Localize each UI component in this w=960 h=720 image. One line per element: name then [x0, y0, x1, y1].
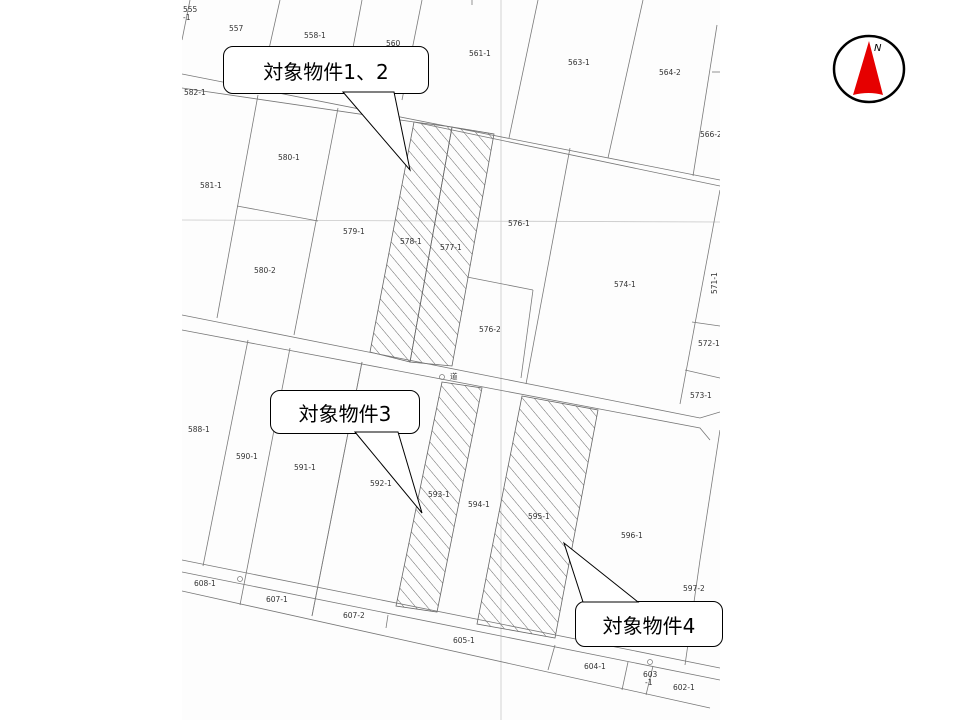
middle-road-edge: [182, 314, 720, 419]
lot-label-594-1: 594-1: [468, 500, 490, 509]
cadastral-map: 道 555-1 557 558-1 560 561-1 563-1 564-2 …: [182, 0, 720, 720]
lot-label-571-1: 571-1: [710, 272, 719, 294]
lot-label-574-1: 574-1: [614, 280, 636, 289]
lot-label-557: 557: [229, 24, 244, 33]
lot-label-607-1: 607-1: [266, 595, 288, 604]
road-label: 道: [450, 371, 458, 381]
lot-label-578-1: 578-1: [400, 237, 422, 246]
lot-label-605-1: 605-1: [453, 636, 475, 645]
lot-label-558-1: 558-1: [304, 31, 326, 40]
callout-label: 対象物件1、2: [263, 59, 389, 84]
lot-label-579-1: 579-1: [343, 227, 365, 236]
lot-label-580-1: 580-1: [278, 153, 300, 162]
lot-label-597-2: 597-2: [683, 584, 705, 593]
north-label: N: [874, 43, 882, 54]
parcel-595-1-hatched[interactable]: [476, 395, 599, 639]
parcel-593-1-hatched[interactable]: [395, 381, 483, 613]
lot-label-593-1: 593-1: [428, 490, 450, 499]
callout-target-3: 対象物件3: [270, 390, 420, 434]
callout-target-4: 対象物件4: [575, 601, 723, 647]
lot-label-555-1: 555-1: [183, 5, 198, 22]
survey-marker: [439, 374, 445, 380]
callout-label: 対象物件4: [602, 613, 696, 638]
lot-label-582-1: 582-1: [184, 88, 206, 97]
lot-label-576-1: 576-1: [508, 219, 530, 228]
lot-label-563-1: 563-1: [568, 58, 590, 67]
lot-label-581-1: 581-1: [200, 181, 222, 190]
north-arrow-icon: N: [832, 34, 906, 104]
lot-label-591-1: 591-1: [294, 463, 316, 472]
lot-label-560: 560: [386, 39, 401, 48]
lot-label-572-1: 572-1: [698, 339, 720, 348]
lower-road-edge: [182, 571, 720, 681]
lower-road-edge: [182, 559, 720, 669]
lot-label-595-1: 595-1: [528, 512, 550, 521]
lot-label-577-1: 577-1: [440, 243, 462, 252]
middle-road-edge: [182, 329, 711, 441]
survey-marker: [237, 576, 243, 582]
lot-label-604-1: 604-1: [584, 662, 606, 671]
lot-label-566-2: 566-2: [700, 130, 720, 139]
callout-target-1-2: 対象物件1、2: [223, 46, 429, 94]
lot-label-573-1: 573-1: [690, 391, 712, 400]
lot-label-588-1: 588-1: [188, 425, 210, 434]
lot-label-603-1: 603-1: [643, 670, 658, 687]
survey-marker: [647, 659, 653, 665]
lot-label-580-2: 580-2: [254, 266, 276, 275]
lot-label-590-1: 590-1: [236, 452, 258, 461]
road-edge: [182, 87, 720, 187]
parcel-577-1-hatched[interactable]: [409, 126, 495, 367]
lot-label-564-2: 564-2: [659, 68, 681, 77]
lot-label-592-1: 592-1: [370, 479, 392, 488]
lot-label-596-1: 596-1: [621, 531, 643, 540]
lot-label-602-1: 602-1: [673, 683, 695, 692]
lot-label-561-1: 561-1: [469, 49, 491, 58]
lot-label-608-1: 608-1: [194, 579, 216, 588]
lot-label-576-2: 576-2: [479, 325, 501, 334]
callout-label: 対象物件3: [298, 401, 392, 426]
lot-label-607-2: 607-2: [343, 611, 365, 620]
